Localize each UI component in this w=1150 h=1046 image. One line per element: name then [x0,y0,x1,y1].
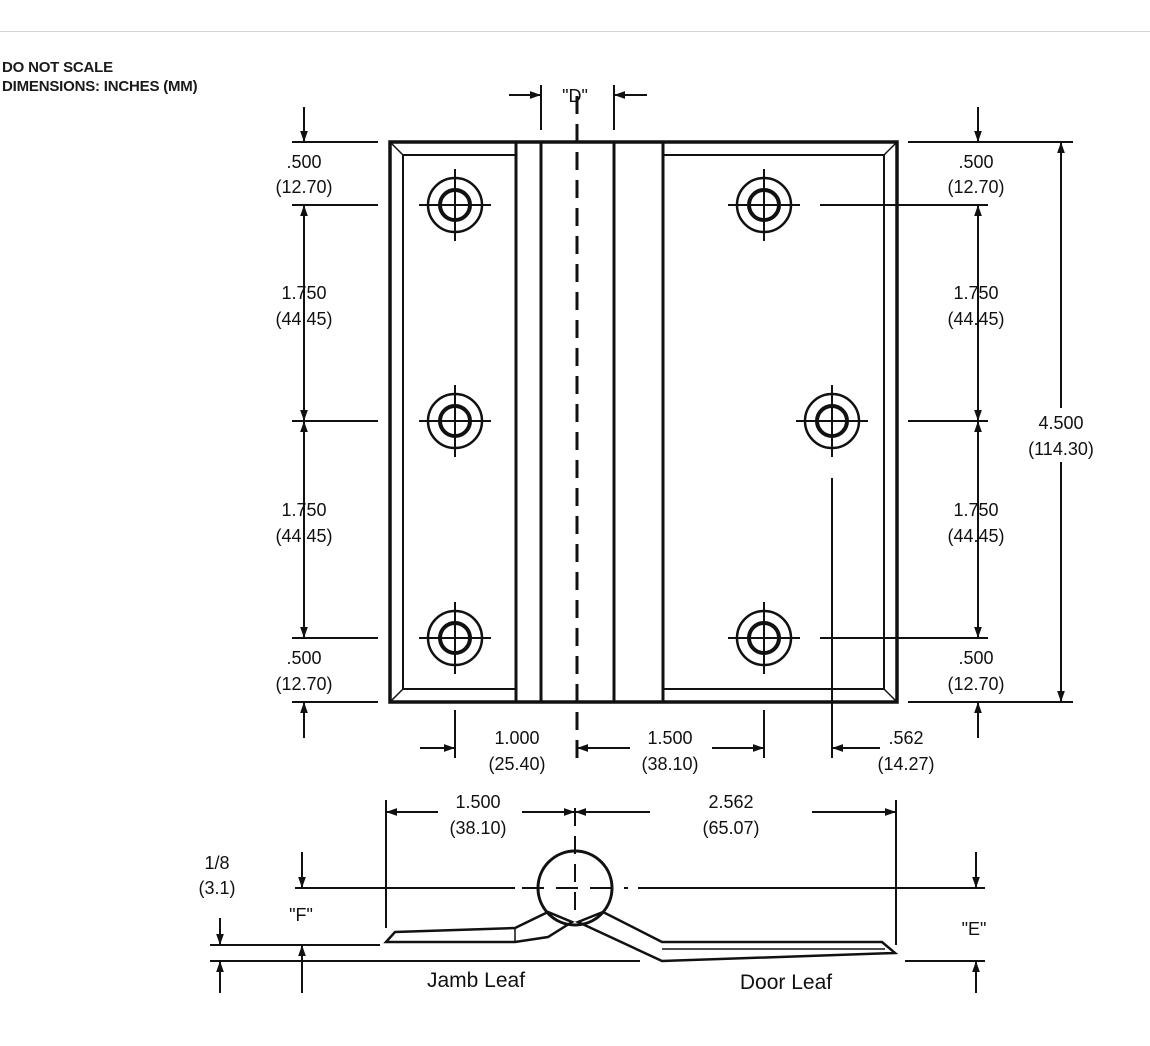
screw-hole [728,602,800,674]
dim-thickness-mm: (3.1) [198,878,235,898]
dim-right-upper-in: 1.750 [953,283,998,303]
label-jamb-leaf: Jamb Leaf [427,969,525,992]
dim-door-width-in: 2.562 [708,792,753,812]
dim-offset-mm: (14.27) [877,754,934,774]
dimension-arrows [300,91,1065,752]
dim-right-upper-mm: (44.45) [947,309,1004,329]
hinge-plate [388,96,899,758]
dim-overall-in: 4.500 [1038,413,1083,433]
plate-outline [388,140,899,704]
dim-door-hole-in: 1.500 [647,728,692,748]
label-f: "F" [289,905,313,925]
screw-hole [419,602,491,674]
dim-top-right-mm: (12.70) [947,177,1004,197]
dim-door-width-mm: (65.07) [702,818,759,838]
jamb-leaf-profile [383,910,575,944]
dim-offset-in: .562 [888,728,923,748]
dim-bottom-right-in: .500 [958,648,993,668]
dimension-labels: "D" .500 (12.70) 1.750 (44.45) 1.750 (44… [198,86,1093,994]
screw-hole [419,169,491,241]
dim-jamb-hole-mm: (25.40) [488,754,545,774]
dim-bottom-left-mm: (12.70) [275,674,332,694]
dim-left-upper-mm: (44.45) [275,309,332,329]
dim-overall-mm: (114.30) [1028,439,1094,459]
dim-top-left-mm: (12.70) [275,177,332,197]
dim-right-lower-mm: (44.45) [947,526,1004,546]
dim-bottom-left-in: .500 [286,648,321,668]
dim-door-hole-mm: (38.10) [641,754,698,774]
header-divider [0,31,1150,32]
units-note: DIMENSIONS: INCHES (MM) [2,78,198,95]
label-e: "E" [962,919,987,939]
dim-left-upper-in: 1.750 [281,283,326,303]
dim-left-lower-in: 1.750 [281,500,326,520]
door-leaf-profile [574,910,899,963]
screw-hole [728,169,800,241]
screw-holes [419,169,868,674]
do-not-scale-note: DO NOT SCALE [2,59,113,76]
dim-left-lower-mm: (44.45) [275,526,332,546]
dim-jamb-width-in: 1.500 [455,792,500,812]
screw-hole [796,385,868,457]
dim-thickness-in: 1/8 [204,853,229,873]
dim-jamb-hole-in: 1.000 [494,728,539,748]
dim-jamb-width-mm: (38.10) [449,818,506,838]
dim-bottom-right-mm: (12.70) [947,674,1004,694]
dim-right-lower-in: 1.750 [953,500,998,520]
dim-top-right-in: .500 [958,152,993,172]
label-door-leaf: Door Leaf [740,971,832,994]
screw-hole [419,385,491,457]
dim-top-left-in: .500 [286,152,321,172]
label-d: "D" [562,86,588,106]
hinge-profile [210,800,985,993]
